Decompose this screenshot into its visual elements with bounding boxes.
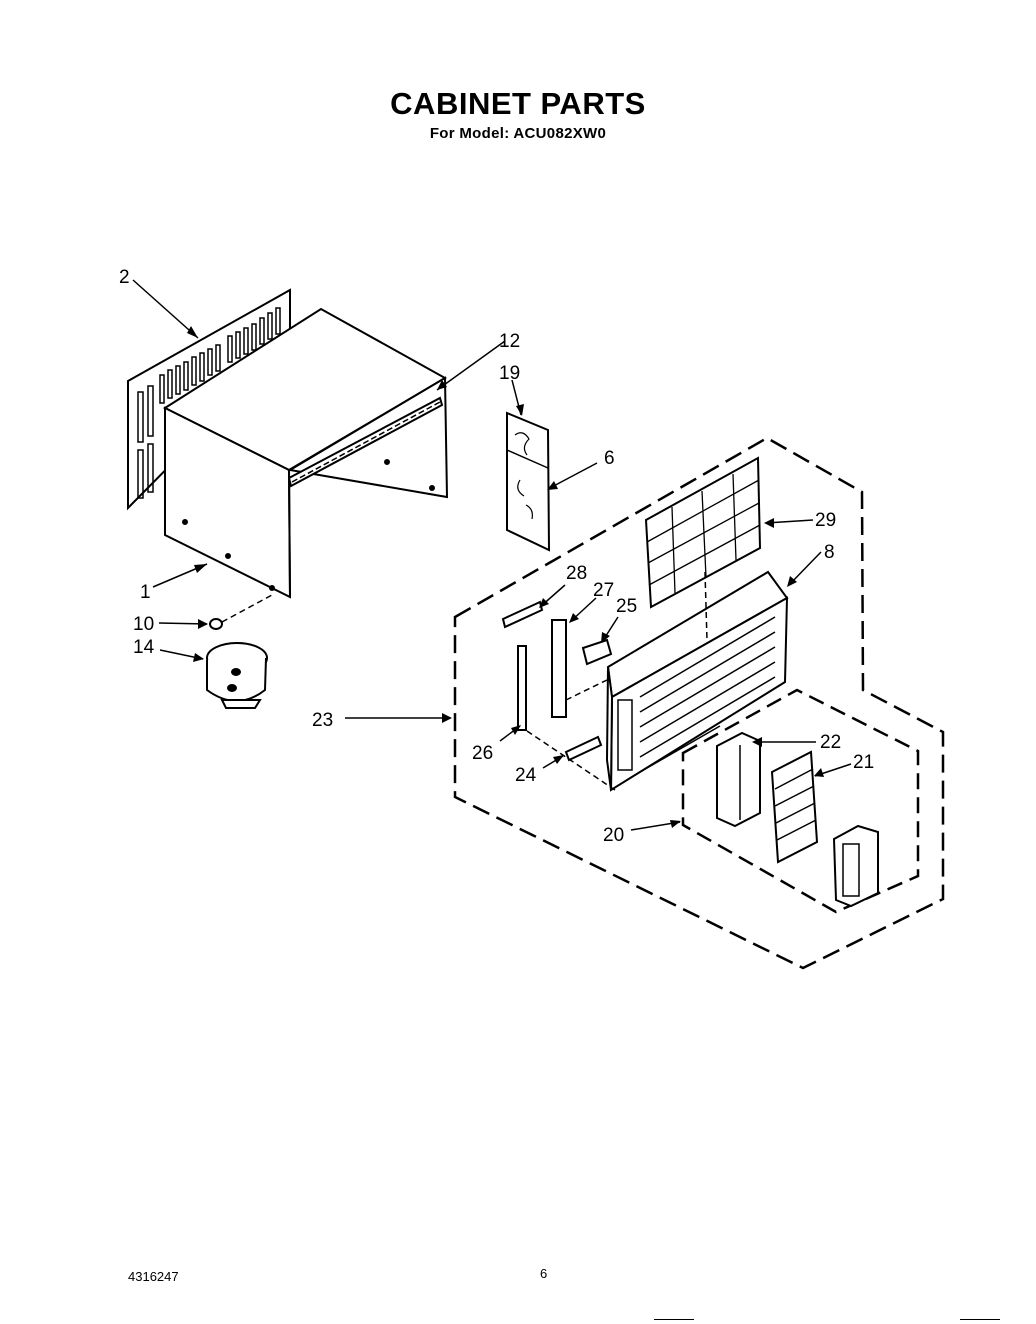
callout-24: 24 [515,765,537,786]
footer-rule-middle [654,1319,694,1320]
page-number: 6 [540,1266,548,1281]
callout-28: 28 [566,563,587,584]
part-22-louver-frame [716,731,761,828]
leader-arrowheads [187,326,824,828]
part-21-louver-blades [770,750,819,864]
callout-26: 26 [472,743,493,764]
callout-23: 23 [312,710,333,731]
callout-22: 22 [820,732,841,753]
callout-25: 25 [616,596,637,617]
callout-20: 20 [603,825,624,846]
footer-rule-right [960,1319,1000,1320]
part-20-louver-housing [832,824,879,908]
callout-10: 10 [133,614,154,635]
parts-24-28-strips [501,600,616,791]
part-29-filter [644,456,762,609]
part-14-bracket [206,642,268,709]
assembly-boundary-20 [681,688,920,914]
callout-2: 2 [119,267,130,288]
callout-6: 6 [604,448,615,469]
callout-1: 1 [140,582,151,603]
callout-14: 14 [133,637,155,658]
callout-12: 12 [499,331,520,352]
callout-8: 8 [824,542,835,563]
page-title: CABINET PARTS [390,86,646,121]
callout-27: 27 [593,580,614,601]
callout-19: 19 [499,363,520,384]
model-subtitle: For Model: ACU082XW0 [429,125,607,142]
part-12-front-rail [287,396,444,488]
callout-21: 21 [853,752,874,773]
assembly-boundary-23 [453,436,945,970]
part-10-screw [209,594,273,630]
callout-29: 29 [815,510,836,531]
part-number: 4316247 [128,1269,179,1284]
callout-labels: 2 12 19 6 29 8 1 28 27 25 10 14 23 22 26… [119,267,874,846]
part-19-6-side-gasket [506,411,551,552]
part-8-front-grille [605,570,789,792]
